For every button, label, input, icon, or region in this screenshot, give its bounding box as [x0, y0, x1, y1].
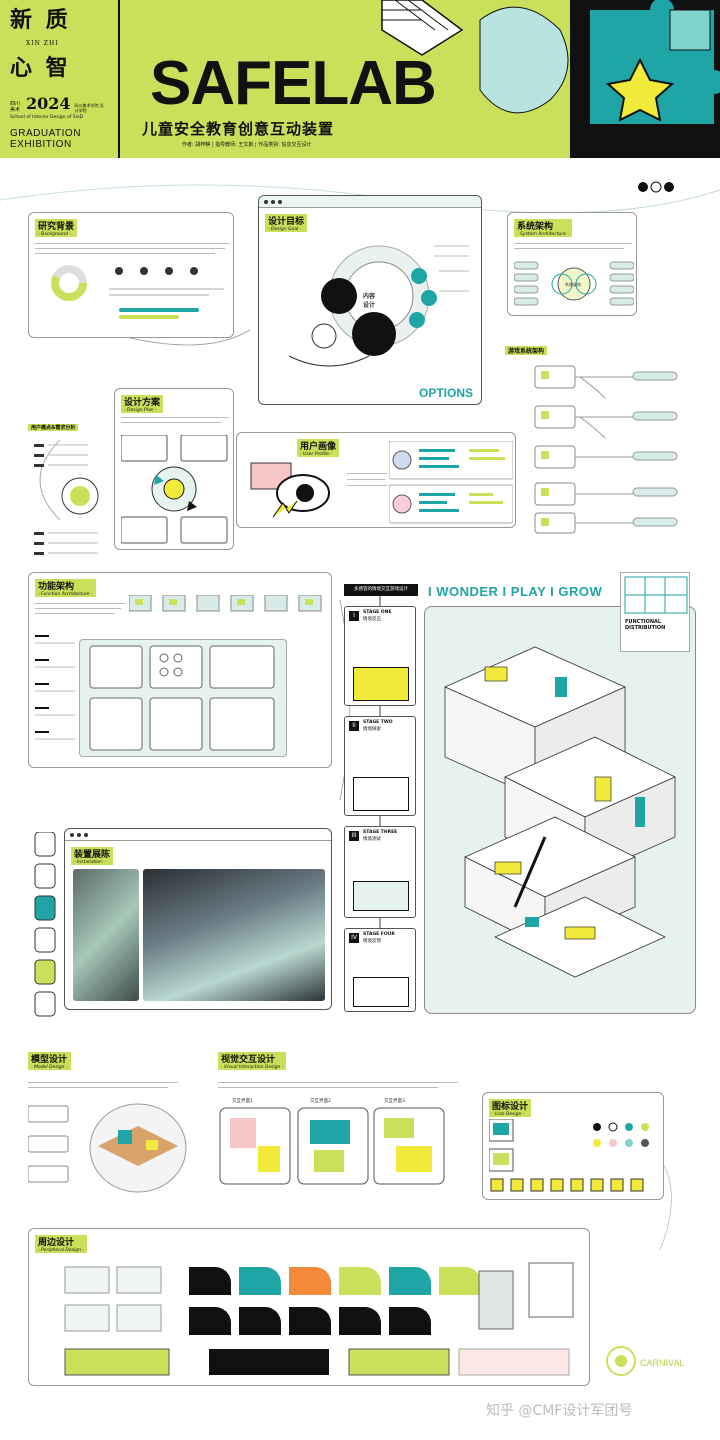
game-system-section: 游戏系统架构 — [505, 346, 695, 536]
icon-title: 图标设计- Icon Design - — [489, 1099, 532, 1117]
rubik-cube-icon — [381, 0, 464, 56]
year: 2024 — [26, 94, 71, 113]
stage-2-card: II STAGE TWO 情境探索 — [344, 716, 416, 816]
device-title: 装置展陈- Installation - — [71, 847, 114, 865]
exhibition-label: EXHIBITION — [10, 139, 72, 150]
device-deco-icons — [32, 831, 60, 1022]
logo-line-2: 心 智 — [10, 55, 71, 81]
function-board — [79, 639, 287, 757]
stat-icons — [109, 267, 224, 296]
watermark: 知乎 @CMF设计军团号 — [486, 1403, 633, 1419]
main-title: SAFELAB — [150, 49, 437, 118]
eye-illustration — [250, 462, 330, 518]
function-steps — [129, 595, 322, 612]
system-center-label: 系统架构 — [565, 282, 581, 287]
cn-logo: 新 质 XIN ZHI 心 智 — [10, 8, 108, 80]
graduation-label: GRADUATION — [10, 128, 81, 139]
goal-title: 设计目标- Design Goal - — [265, 214, 308, 232]
logo-sub: XIN ZHI — [26, 40, 59, 47]
progress-dots — [638, 181, 674, 193]
options-label: OPTIONS — [419, 386, 474, 400]
model-title: 模型设计- Model Design - — [28, 1052, 71, 1070]
stage-4-card: IV STAGE FOUR 情境反馈 — [344, 928, 416, 1012]
carnival-logo-icon — [606, 1346, 636, 1376]
year-prefix: 四川 美术 — [10, 101, 21, 113]
device-window: 装置展陈- Installation - — [64, 828, 332, 1010]
flow-title: 多感官的情境交互游戏设计 — [344, 584, 418, 596]
functional-label: FUNCTIONAL — [625, 619, 662, 625]
plan-panel: 设计方案- Design Plan - — [114, 388, 234, 550]
peripheral-items — [64, 1262, 574, 1376]
function-distribution-card: FUNCTIONAL DISTRIBUTION — [620, 572, 690, 652]
function-panel: 功能架构- Function Architecture - — [28, 572, 332, 768]
model-render — [28, 1103, 187, 1193]
game-system-title: 游戏系统架构 — [505, 346, 548, 355]
donut-chart-icon — [51, 265, 87, 301]
system-panel: 系统架构- System Architecture - 系统架构 — [507, 212, 637, 316]
poster-header: 新 质 XIN ZHI 心 智 四川 美术 2024 四川美术学院 设计学院 S… — [0, 0, 720, 158]
school-en: School of Interior Design of SiaD — [10, 115, 84, 120]
research-title: 研究背景- Background - — [35, 219, 78, 237]
function-title: 功能架构- Function Architecture - — [35, 579, 96, 597]
distribution-label: DISTRIBUTION — [625, 625, 666, 631]
wonder-headline: I WONDER I PLAY I GROW — [428, 584, 603, 599]
logo-line-1: 新 质 — [10, 7, 71, 33]
model-section: 模型设计- Model Design - — [28, 1052, 188, 1198]
cn-subtitle: 儿童安全教育创意互动装置 — [142, 120, 335, 138]
carnival-badge: CARNIVAL — [604, 1344, 694, 1390]
icon-grid — [489, 1119, 649, 1192]
system-diagram — [514, 261, 634, 306]
peripheral-title: 周边设计- Peripheral Design - — [35, 1235, 87, 1253]
screen-2-label: 交互界面2 — [310, 1099, 331, 1104]
visual-section: 视觉交互设计- Visual Interaction Design - 交互界面… — [218, 1052, 468, 1198]
puzzle-deco — [479, 0, 720, 158]
persona-panel: 用户画像- User Profile - — [236, 432, 516, 528]
goal-window: 设计目标- Design Goal - 内容 设计 OPTIONS — [258, 195, 482, 405]
screen-3-label: 交互界面3 — [384, 1099, 405, 1104]
goal-hub-label: 内容 设计 — [363, 293, 376, 309]
persona-cards — [389, 441, 513, 524]
persona-title: 用户画像- User Profile - — [297, 439, 340, 457]
wonder-section: I WONDER I PLAY I GROW F — [424, 572, 696, 1014]
school-cn: 四川美术学院 设计学院 — [74, 103, 104, 113]
peripheral-panel: 周边设计- Peripheral Design - — [28, 1228, 590, 1386]
plan-title: 设计方案- Design Plan - — [121, 395, 164, 413]
plan-diagram — [121, 435, 228, 544]
visual-screens — [219, 1107, 445, 1185]
exhibition-badge: 新 质 XIN ZHI 心 智 四川 美术 2024 四川美术学院 设计学院 S… — [0, 0, 120, 158]
screen-1-label: 交互界面1 — [232, 1099, 253, 1104]
stage-1-card: I STAGE ONE 情境反应 — [344, 606, 416, 706]
iso-board — [424, 606, 696, 1014]
system-title: 系统架构- System Architecture - — [514, 219, 573, 237]
device-photo-1 — [73, 869, 139, 1001]
pain-title: 用户痛点&需求分析 — [28, 424, 79, 431]
research-panel: 研究背景- Background - — [28, 212, 234, 338]
carnival-text: CARNIVAL — [640, 1358, 685, 1368]
icon-panel: 图标设计- Icon Design - — [482, 1092, 664, 1200]
stage-flow: 多感官的情境交互游戏设计 I STAGE ONE 情境反应 II STAGE T… — [340, 584, 420, 1014]
goal-diagram — [288, 245, 469, 367]
credits: 作者: 胡梓麒 | 指导教师: 王文斯 | 作品类别: 信息交互设计 — [182, 142, 312, 148]
stage-3-card: III STAGE THREE 情境测试 — [344, 826, 416, 918]
pain-point-section: 用户痛点&需求分析 — [28, 424, 116, 564]
device-photo-2 — [143, 869, 325, 1001]
visual-title: 视觉交互设计- Visual Interaction Design - — [218, 1052, 287, 1070]
